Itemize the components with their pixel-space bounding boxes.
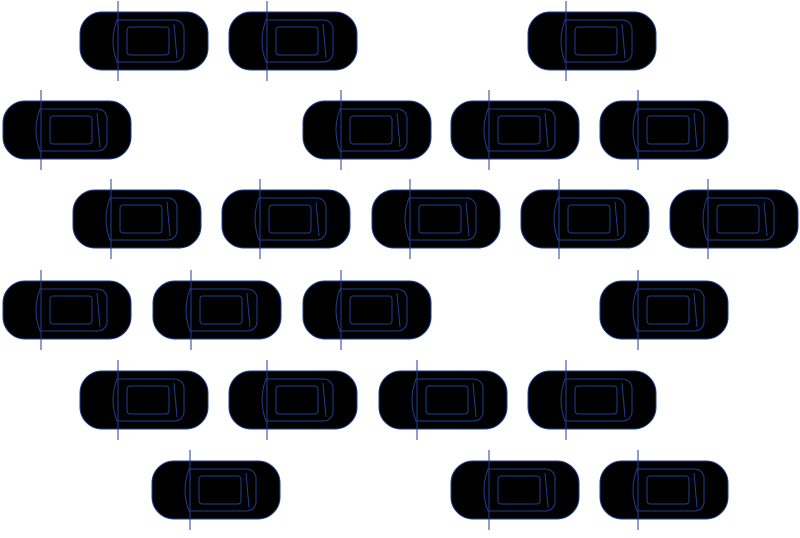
car-icon bbox=[669, 178, 799, 260]
car-icon bbox=[371, 178, 501, 260]
car-icon bbox=[302, 89, 432, 171]
car-icon bbox=[599, 449, 729, 531]
car-icon bbox=[228, 0, 358, 82]
car-icon bbox=[378, 359, 508, 441]
car-icon bbox=[79, 359, 209, 441]
car-icon bbox=[527, 359, 657, 441]
car-icon bbox=[228, 359, 358, 441]
car-icon bbox=[599, 89, 729, 171]
car-icon bbox=[599, 269, 729, 351]
car-icon bbox=[302, 269, 432, 351]
car-icon bbox=[527, 0, 657, 82]
car-icon bbox=[2, 89, 132, 171]
car-icon bbox=[72, 178, 202, 260]
car-icon bbox=[450, 89, 580, 171]
car-icon bbox=[79, 0, 209, 82]
car-icon bbox=[450, 449, 580, 531]
car-icon bbox=[520, 178, 650, 260]
car-icon bbox=[221, 178, 351, 260]
car-icon bbox=[151, 449, 281, 531]
car-icon bbox=[152, 269, 282, 351]
car-icon bbox=[2, 269, 132, 351]
